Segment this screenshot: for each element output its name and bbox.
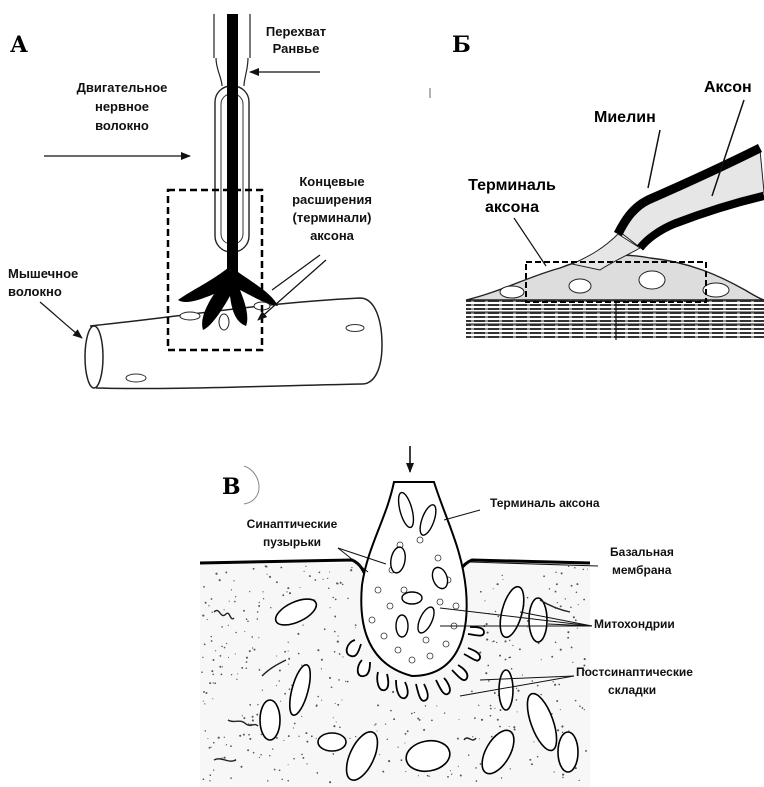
myelin-pointer [648, 130, 660, 188]
motor-axon [214, 14, 250, 276]
myelin-label: Миелин [594, 109, 656, 126]
terminals-label-2: расширения [292, 192, 372, 207]
striated-muscle [466, 300, 764, 338]
panel-c-curve [244, 466, 259, 504]
axon-b [572, 148, 764, 270]
axon-terminal-b-label-1: Терминаль [468, 177, 556, 194]
basal-membrane-label-2: мембрана [612, 563, 672, 577]
mitochondria-label: Митохондрии [594, 617, 675, 631]
muscle-fiber-label-1: Мышечное [8, 266, 78, 281]
postsynaptic-folds-label-1: Постсинаптические [576, 665, 693, 679]
terminals-label-4: аксона [310, 228, 355, 243]
terminals-arrow-line1 [272, 255, 320, 290]
axon-terminal-c-label: Терминаль аксона [490, 496, 600, 510]
synaptic-vesicles-label-2: пузырьки [263, 535, 321, 549]
panel-b-letter: Б [452, 32, 471, 58]
panel-a-letter: А [10, 32, 28, 58]
panel-b: Б Аксон Миелин Терминаль ак [430, 32, 764, 340]
motor-fiber-label-3: волокно [95, 118, 149, 133]
terminals-label-3: (терминали) [293, 210, 372, 225]
terminal-c-pointer [444, 510, 480, 520]
axon-label: Аксон [704, 79, 752, 96]
panel-a: А [8, 14, 382, 389]
motor-fiber-label-1: Двигательное [77, 80, 168, 95]
muscle-fiber-arrow [40, 302, 82, 338]
axon-terminal-b-label-2: аксона [485, 199, 539, 216]
terminal-pointer [514, 218, 546, 266]
panel-c: В [200, 446, 693, 787]
basal-membrane-label-1: Базальная [610, 545, 674, 559]
ranvier-node-label-1: Перехват [266, 24, 326, 39]
muscle-fiber-label-2: волокно [8, 284, 62, 299]
motor-fiber-label-2: нервное [95, 99, 149, 114]
ranvier-node-label-2: Ранвье [273, 41, 320, 56]
postsynaptic-folds-label-2: складки [608, 683, 656, 697]
panel-c-letter: В [222, 474, 241, 500]
terminals-label-1: Концевые [299, 174, 364, 189]
synaptic-vesicles-label-1: Синаптические [247, 517, 338, 531]
